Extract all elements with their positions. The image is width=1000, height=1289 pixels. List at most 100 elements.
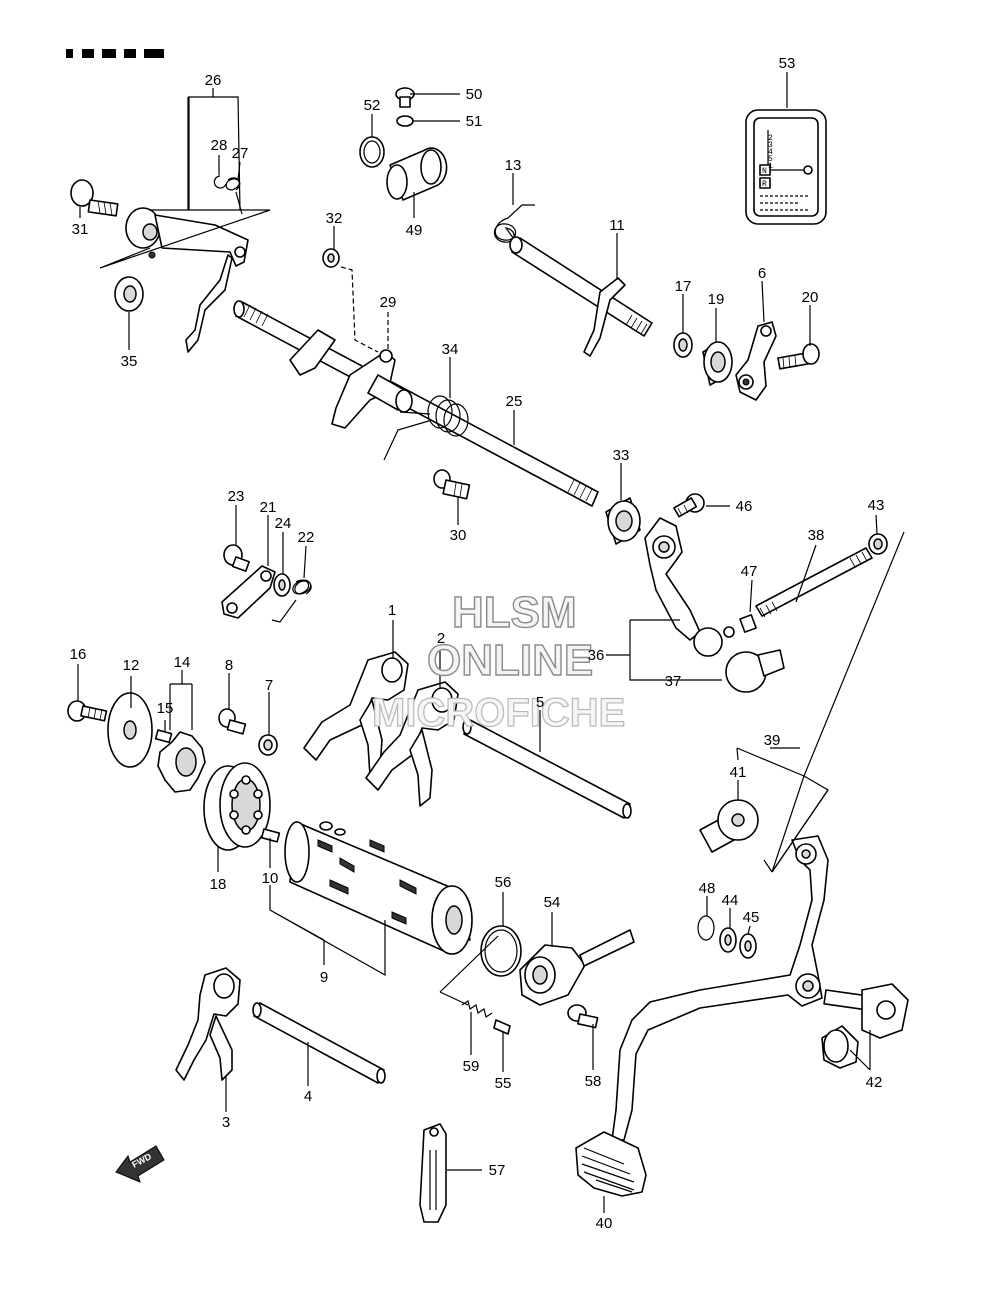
watermark-line-1: HLSM	[452, 588, 577, 637]
part-23-screw	[223, 544, 250, 572]
callout-12: 12	[123, 657, 140, 674]
part-15-pin	[154, 729, 173, 744]
decal-reverse: R	[762, 180, 767, 189]
callout-6: 6	[758, 265, 766, 282]
callout-30: 30	[450, 527, 467, 544]
part-47-nut	[739, 614, 757, 633]
part-49-cap	[386, 147, 448, 201]
callout-43: 43	[868, 497, 885, 514]
callout-31: 31	[72, 221, 89, 238]
part-39-gearshift-lever	[611, 835, 829, 1141]
callout-26: 26	[205, 72, 222, 89]
callout-15: 15	[157, 700, 174, 717]
callout-9: 9	[320, 969, 328, 986]
callout-4: 4	[304, 1088, 312, 1105]
part-19-bearing	[702, 341, 733, 386]
callout-24: 24	[275, 515, 292, 532]
part-34-spring	[383, 395, 469, 461]
part-30-bolt	[433, 469, 471, 500]
part-33-bearing	[605, 497, 641, 545]
callout-16: 16	[70, 646, 87, 663]
callout-46: 46	[736, 498, 753, 515]
part-44-washer	[719, 927, 737, 953]
part-16-bolt	[67, 700, 108, 722]
parts: N R 2 3 4 5 1	[67, 87, 909, 1223]
callout-35: 35	[121, 353, 138, 370]
callout-52: 52	[364, 97, 381, 114]
callout-19: 19	[708, 291, 725, 308]
decal-gear-2: 2	[768, 134, 773, 143]
part-8-screw	[218, 708, 247, 735]
part-20-bolt	[777, 343, 820, 370]
part-57-tool	[419, 1123, 447, 1223]
part-10-pin	[260, 828, 281, 843]
callout-40: 40	[596, 1215, 613, 1232]
watermark-line-3: MICROFICHE	[372, 691, 625, 735]
callout-49: 49	[406, 222, 423, 239]
part-7-washer	[258, 734, 278, 756]
decal-gear-3: 3	[768, 141, 773, 150]
part-31-bolt	[70, 179, 119, 217]
part-36-gearshift-arm	[644, 517, 735, 657]
callout-labels: 1 2 3 4 5 6 7 8 9 10 11 12 13 14 15 16 1…	[70, 55, 885, 1232]
part-26-shift-arm	[125, 207, 249, 353]
part-45-washer	[739, 933, 757, 959]
part-18-bearing	[203, 762, 271, 851]
callout-23: 23	[228, 488, 245, 505]
part-52-o-ring	[359, 136, 385, 168]
part-53-shift-pattern-decal: N R 2 3 4 5 1	[745, 109, 827, 225]
part-50-screw	[395, 87, 415, 108]
part-22-spring	[271, 579, 312, 623]
callout-1: 1	[388, 602, 396, 619]
part-43-nut	[868, 533, 888, 555]
callout-38: 38	[808, 527, 825, 544]
callout-27: 27	[232, 145, 249, 162]
callout-39: 39	[764, 732, 781, 749]
part-2-shift-fork	[365, 681, 459, 807]
part-11-shift-shaft	[509, 236, 653, 357]
part-42-pivot-bolt	[821, 983, 909, 1069]
callout-2: 2	[437, 630, 445, 647]
callout-11: 11	[609, 217, 625, 234]
callout-47: 47	[741, 563, 758, 580]
callout-13: 13	[505, 157, 522, 174]
part-6-lever	[735, 321, 777, 401]
callout-37: 37	[665, 673, 682, 690]
callout-3: 3	[222, 1114, 230, 1131]
part-46-bolt	[673, 493, 705, 518]
part-40-footpeg-rubber	[575, 1131, 647, 1197]
part-32-nut	[322, 248, 340, 268]
part-55-pin	[493, 1019, 511, 1035]
callout-29: 29	[380, 294, 397, 311]
callout-8: 8	[225, 657, 233, 674]
part-54-gear-position-switch	[519, 929, 635, 1006]
part-4-fork-shaft	[252, 1002, 386, 1084]
callout-48: 48	[699, 880, 716, 897]
callout-5: 5	[536, 694, 544, 711]
leader-lines	[77, 72, 905, 1213]
part-17-washer	[673, 332, 693, 358]
part-21-stopper-plate	[221, 565, 276, 619]
part-14-cam	[157, 731, 206, 793]
part-48-clip	[697, 915, 715, 941]
callout-41: 41	[730, 764, 747, 781]
watermark: HLSM ONLINE MICROFICHE	[371, 587, 626, 735]
part-12-stopper-plate	[107, 692, 153, 768]
part-9-gearshift-cam	[284, 821, 473, 955]
part-3-shift-fork	[175, 967, 241, 1081]
callout-54: 54	[544, 894, 561, 911]
header-fragment	[66, 49, 164, 58]
callout-51: 51	[466, 113, 483, 130]
callout-28: 28	[211, 137, 228, 154]
watermark-line-2: ONLINE	[427, 636, 593, 685]
part-38-shift-rod	[755, 547, 873, 618]
part-37-rod-joint	[725, 649, 785, 693]
callout-42: 42	[866, 1074, 883, 1091]
decal-gear-1: 1	[768, 162, 773, 171]
decal-neutral: N	[762, 167, 767, 176]
callout-44: 44	[722, 892, 739, 909]
callout-57: 57	[489, 1162, 506, 1179]
callout-55: 55	[495, 1075, 512, 1092]
part-24-washer	[273, 573, 291, 597]
